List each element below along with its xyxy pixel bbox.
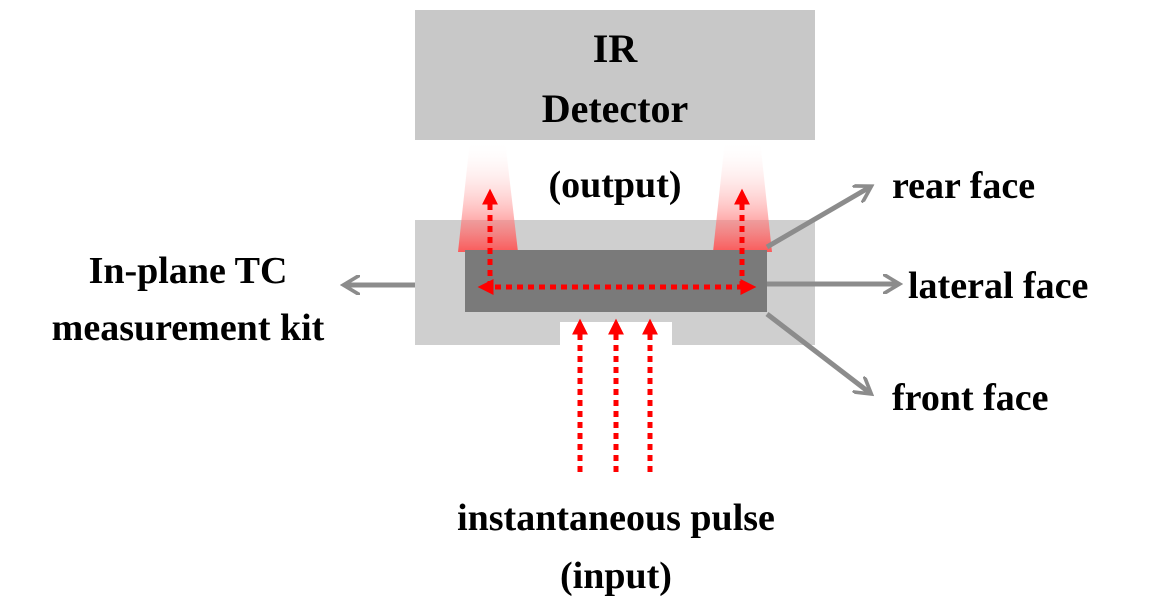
detector-label-line1: IR [593,26,639,71]
pulse-label-line1: instantaneous pulse [457,497,775,539]
in-plane-kit-label-line2: measurement kit [52,307,325,349]
lateral-face-label: lateral face [908,265,1088,307]
output-label: (output) [548,164,681,206]
detector-label-line2: Detector [542,86,689,131]
front-face-pointer-arrow [765,312,870,393]
sample [465,250,767,312]
front-face-label: front face [892,377,1049,419]
pulse-label-line2: (input) [560,555,672,597]
rear-face-label: rear face [892,165,1035,207]
ir-detector-box [415,10,815,140]
rear-face-pointer-arrow [765,187,870,250]
in-plane-kit-label-line1: In-plane TC [89,250,288,292]
